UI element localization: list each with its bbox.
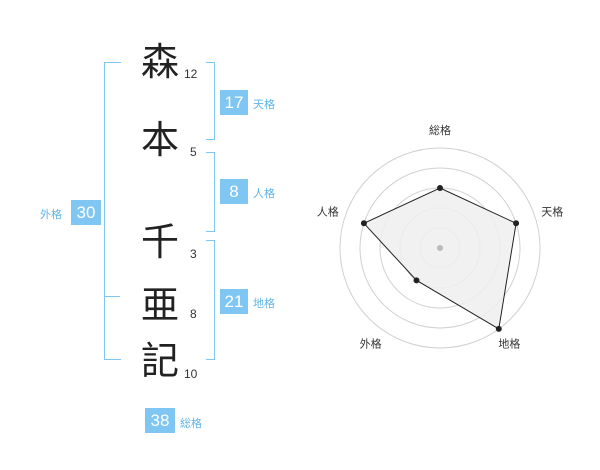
radar-axis-label-4: 外格 — [360, 336, 382, 350]
radar-point-1 — [437, 185, 443, 191]
chikaku-bracket — [206, 240, 215, 360]
soukaku-badge: 38 — [145, 408, 175, 433]
stroke-count-3: 3 — [190, 247, 197, 261]
radar-ring-5 — [339, 147, 541, 349]
gaikaku-badge: 30 — [71, 200, 101, 225]
stroke-count-5: 10 — [184, 367, 198, 381]
radar-axis-label-3: 地格 — [498, 336, 520, 350]
tenkaku-bracket — [206, 62, 215, 140]
radar-center-point — [437, 245, 443, 251]
stroke-count-4: 8 — [190, 307, 197, 321]
radar-point-4 — [413, 277, 420, 284]
radar-point-2 — [513, 220, 520, 227]
name-char-5: 記 — [141, 339, 180, 383]
soukaku-label: 総格 — [180, 417, 202, 430]
radar-axis-label-2: 天格 — [541, 205, 563, 219]
name-char-2: 本 — [141, 118, 180, 162]
jinkaku-bracket — [206, 152, 215, 232]
radar-point-5 — [360, 220, 367, 227]
chikaku-label: 地格 — [253, 297, 275, 310]
name-char-1: 森 — [141, 40, 180, 84]
name-char-3: 千 — [141, 220, 180, 264]
gaikaku-bracket — [104, 62, 121, 360]
chikaku-badge: 21 — [220, 289, 248, 314]
stroke-count-1: 12 — [184, 67, 198, 81]
gaikaku-label: 外格 — [40, 208, 62, 221]
tenkaku-badge: 17 — [220, 90, 248, 115]
gaikaku-bracket-inner-tick — [104, 296, 120, 297]
radar-polygon — [363, 187, 517, 330]
stroke-count-2: 5 — [190, 145, 197, 159]
name-char-4: 亜 — [141, 283, 180, 327]
jinkaku-badge: 8 — [220, 179, 248, 204]
radar-axis-label-1: 総格 — [429, 123, 451, 137]
jinkaku-label: 人格 — [253, 187, 275, 200]
radar-point-3 — [495, 325, 502, 332]
tenkaku-label: 天格 — [253, 98, 275, 111]
radar-axis-label-5: 人格 — [317, 205, 339, 219]
radar-ring-4 — [359, 167, 521, 329]
